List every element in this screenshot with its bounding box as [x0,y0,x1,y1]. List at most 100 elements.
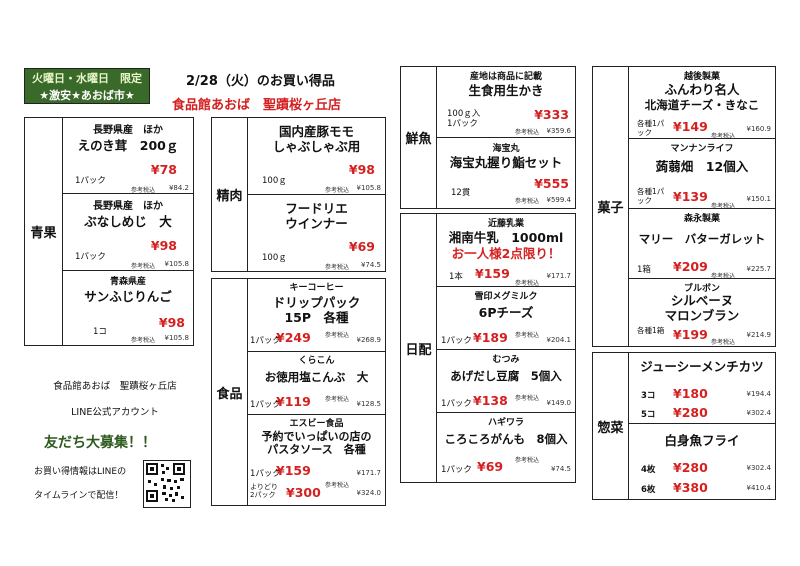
tax-note: 参考税込 [514,457,539,464]
product-name: ドリップパック [272,295,361,310]
product-unit: 100ｇ [262,176,287,186]
product-origin: 産地は商品に記載 [469,72,542,82]
product-unit: 1本 [449,272,463,282]
product-unit: 各種1箱 [637,326,665,335]
product-unit: 1パック [441,465,472,475]
product-price: ¥199 [673,327,708,342]
product-origin: 長野県産 ほか [93,201,163,212]
category-panel-sweets: 菓子 越後製菓 ふんわり名人 北海道チーズ・きなこ 各種1パック ¥149 参考… [592,66,776,347]
tax-note: 参考税込 [710,203,735,210]
product-card: くらこん お徳用塩こんぶ 大 1パック ¥119 参考税込 ¥128.5 [248,352,385,415]
product-unit: 各種1パック [637,119,665,137]
product-maker: 海宝丸 [492,144,520,154]
product-name: あげだし豆腐 5個入 [450,369,562,383]
product-name: 予約でいっぱいの店の [261,430,372,443]
tax-included-price: ¥359.6 [546,127,572,135]
tax-note: 参考税込 [130,263,155,270]
product-price: ¥189 [473,330,508,345]
product-maker: くらこん [298,356,335,366]
product-card: 森永製菓 マリー バターガレット 1箱 ¥209 参考税込 ¥225.7 [629,209,775,280]
product-unit: 3コ [641,391,656,401]
product-card: 青森県産 サンふじりんご ¥98 1コ 参考税込 ¥105.8 [63,271,193,345]
product-unit: 各種1パック [637,187,665,205]
category-label: 日配 [401,214,437,482]
tax-note: 参考税込 [324,264,349,271]
product-unit: 1パック [75,176,106,186]
tax-included-price: ¥410.4 [746,484,772,492]
product-card: キーコーヒー ドリップパック 15P 各種 1パック ¥249 参考税込 ¥26… [248,279,385,352]
product-price: ¥98 [158,315,185,330]
tax-included-price: ¥599.4 [546,196,572,204]
tax-included-price: ¥302.4 [746,464,772,472]
product-card: 近藤乳業 湘南牛乳 1000ml お一人様2点限り！ 1本 ¥159 参考税込 … [437,214,575,287]
product-price: ¥98 [150,238,177,253]
tax-included-price: ¥268.9 [356,336,382,344]
badge-market: ★激安★あおば市★ [39,89,135,102]
product-origin: 長野県産 ほか [93,125,163,136]
product-card: エスビー食品 予約でいっぱいの店の パスタソース 各種 1パック ¥159 ¥1… [248,415,385,505]
product-origin: 青森県産 [109,277,146,287]
product-price: ¥98 [348,162,375,177]
product-name: シルベーヌ [670,293,734,308]
tax-included-price: ¥105.8 [164,334,190,342]
product-name: お徳用塩こんぶ 大 [264,370,369,384]
product-unit: 100ｇ入1パック [447,109,481,129]
product-name-line2: 北海道チーズ・きなこ [644,98,760,112]
product-card: フードリエ ウインナー ¥69 100ｇ 参考税込 ¥74.5 [248,195,385,271]
product-name: ふんわり名人 [664,82,740,97]
product-name: 白身魚フライ [664,433,740,448]
product-name: 湘南牛乳 1000ml [448,230,564,245]
product-unit: 1パック [441,399,472,409]
tax-note: 参考税込 [514,332,539,339]
tax-included-price: ¥225.7 [746,265,772,273]
badge-days: 火曜日・水曜日 限定 [32,72,142,85]
tax-included-price: ¥302.4 [746,409,772,417]
tax-included-price: ¥160.9 [746,125,772,133]
tax-note: 参考税込 [324,187,349,194]
product-name-line2: 15P 各種 [284,310,349,325]
category-label: 食品 [212,279,248,505]
footer-line-account: LINE公式アカウント [71,407,159,418]
product-name: フードリエ [285,201,348,216]
product-name: 国内産豚モモ [278,124,354,139]
product-card: 白身魚フライ 4枚 ¥280 ¥302.4 6枚 ¥380 ¥410.4 [629,424,775,499]
qr-pattern [146,463,185,502]
tax-note: 参考税込 [514,280,539,287]
product-price: ¥249 [276,330,311,345]
product-name: ぶなしめじ 大 [84,214,172,229]
friends-recruit: 友だち大募集！！ [44,435,156,451]
product-unit: 4枚 [641,465,656,475]
product-name: 海宝丸握り鮨セット [449,155,563,170]
product-maker: ブルボン [683,284,720,294]
product-card: 海宝丸 海宝丸握り鮨セット ¥555 12貫 参考税込 ¥599.4 [437,138,575,208]
product-unit: 12貫 [451,188,471,198]
product-price: ¥159 [475,266,510,281]
category-panel-fish: 鮮魚 産地は商品に記載 生食用生かき 100ｇ入1パック ¥333 参考税込 ¥… [400,66,576,209]
tax-included-price: ¥105.8 [164,260,190,268]
product-card: ブルボン シルベーヌ マロンブラン 各種1箱 ¥199 参考税込 ¥214.9 [629,279,775,346]
category-panel-meat: 精肉 国内産豚モモ しゃぶしゃぶ用 ¥98 100ｇ 参考税込 ¥105.8 フ… [211,117,386,272]
product-unit: 1パック [250,469,281,479]
tax-included-price: ¥194.4 [746,390,772,398]
qr-code-icon[interactable] [143,460,191,508]
purchase-limit-notice: お一人様2点限り！ [451,246,561,261]
tax-included-price: ¥128.5 [356,400,382,408]
day-limited-badge: 火曜日・水曜日 限定 ★激安★あおば市★ [24,68,150,104]
product-name: ジューシーメンチカツ [640,359,764,374]
product-maker: 森永製菓 [683,214,720,224]
product-card: 産地は商品に記載 生食用生かき 100ｇ入1パック ¥333 参考税込 ¥359… [437,67,575,138]
product-name: 蒟蒻畑 12個入 [655,159,749,174]
tax-note: 参考税込 [710,273,735,280]
product-price: ¥149 [673,119,708,134]
category-panel-vegetables: 青果 長野県産 ほか えのき茸 200ｇ ¥78 1パック 参考税込 ¥84.2… [24,117,194,346]
tax-included-price-bundle: ¥324.0 [356,489,382,497]
tax-note: 参考税込 [130,337,155,344]
product-card: 国内産豚モモ しゃぶしゃぶ用 ¥98 100ｇ 参考税込 ¥105.8 [248,118,385,195]
footer-line-info: お買い得情報はLINEの [34,467,127,477]
tax-included-price: ¥149.0 [546,399,572,407]
product-maker: 雪印メグミルク [474,292,538,302]
product-card: 長野県産 ほか えのき茸 200ｇ ¥78 1パック 参考税込 ¥84.2 [63,118,193,194]
category-label: 惣菜 [593,353,629,499]
product-price: ¥139 [673,189,708,204]
product-price: ¥333 [534,107,569,122]
